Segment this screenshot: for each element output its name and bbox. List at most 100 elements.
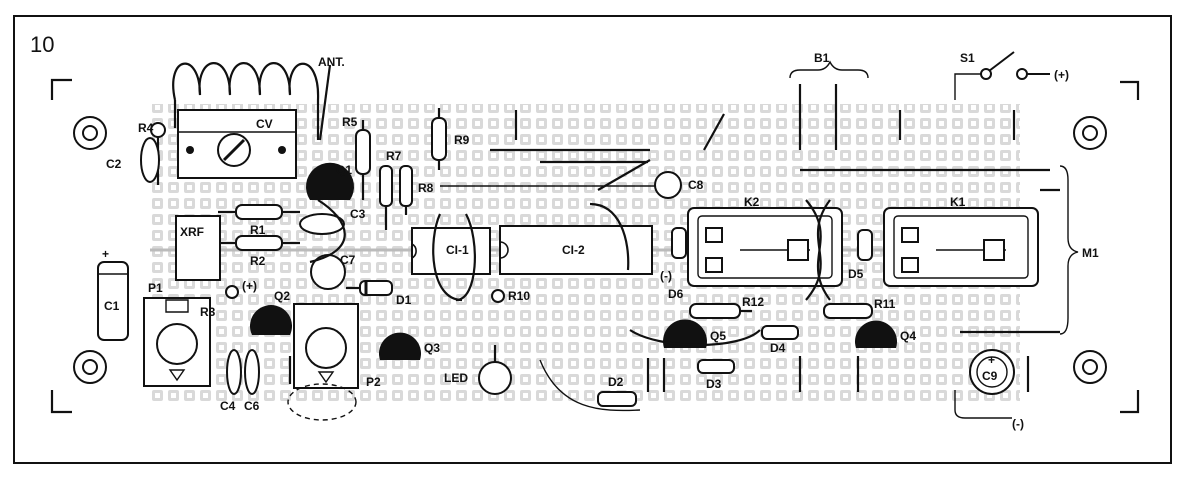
d6-diode	[671, 227, 687, 259]
c8-label: C8	[688, 178, 704, 192]
s1-label: S1	[960, 51, 975, 65]
c9-capacitor	[969, 349, 1015, 395]
q3-label: Q3	[424, 341, 440, 355]
figure-number: 10	[30, 32, 54, 57]
variable-capacitor-cv	[177, 109, 297, 179]
r4-resistor	[150, 122, 166, 185]
c7-label: C7	[340, 253, 356, 267]
d2-label: D2	[608, 375, 624, 389]
d4-label: D4	[770, 341, 786, 355]
mounting-hole-bl	[73, 350, 107, 384]
p1-label: P1	[148, 281, 163, 295]
r9-resistor	[431, 108, 447, 170]
q4-transistor	[855, 320, 897, 348]
r1-resistor	[218, 204, 300, 220]
ci1-chip	[411, 227, 491, 275]
c6-capacitor	[244, 349, 260, 395]
k1-label: K1	[950, 195, 966, 209]
c9-plus: +	[988, 353, 995, 367]
b1-battery-leads	[789, 60, 869, 150]
c3-capacitor	[299, 213, 345, 235]
p2-label: P2	[366, 375, 381, 389]
c1-label: C1	[104, 299, 120, 313]
d6-label: D6	[668, 287, 684, 301]
corner-brackets	[50, 78, 1140, 414]
k2-jumper-b	[805, 199, 831, 301]
xrf-choke	[175, 215, 221, 281]
q1-label: Q1	[336, 163, 352, 177]
c4-label: C4	[220, 399, 236, 413]
c2-label: C2	[106, 157, 122, 171]
negative-label: (-)	[1012, 417, 1024, 431]
k2-label: K2	[744, 195, 760, 209]
r10-label: R10	[508, 289, 530, 303]
k1-relay	[883, 207, 1039, 287]
b1-label: B1	[814, 51, 830, 65]
c8-capacitor	[654, 171, 682, 199]
m1-label: M1	[1082, 246, 1099, 260]
ant-label: ANT.	[318, 55, 345, 69]
cv-label: CV	[256, 117, 273, 131]
c8-minus-label: (-)	[660, 269, 672, 283]
r7-label: R7	[386, 149, 402, 163]
r4-label: R4	[138, 121, 154, 135]
negative-lead	[954, 390, 1012, 419]
q4-label: Q4	[900, 329, 916, 343]
r12-resistor	[689, 303, 752, 319]
d3-diode	[697, 359, 735, 374]
m1-bracket	[1059, 165, 1079, 335]
mounting-hole-tl	[73, 116, 107, 150]
r2-resistor	[218, 235, 300, 251]
c1-plus: +	[102, 247, 109, 261]
jumper-wires	[288, 110, 1060, 392]
r1-label: R1	[250, 223, 266, 237]
q5-label: Q5	[710, 329, 726, 343]
q3-transistor	[379, 332, 421, 360]
r12-label: R12	[742, 295, 764, 309]
d1-label: D1	[396, 293, 412, 307]
r10-resistor	[491, 289, 505, 303]
r9-label: R9	[454, 133, 470, 147]
k2-relay	[687, 207, 843, 287]
r8-label: R8	[418, 181, 434, 195]
p1-trimmer	[143, 297, 211, 387]
q5-transistor	[663, 319, 707, 348]
q2-label: Q2	[274, 289, 290, 303]
r11-resistor	[823, 303, 873, 319]
r5-resistor	[355, 120, 371, 200]
p2-trimmer	[287, 303, 359, 421]
s1-switch	[954, 51, 1050, 100]
d1-diode	[346, 280, 393, 296]
d2-diode	[597, 391, 637, 407]
q2-transistor	[250, 305, 292, 335]
ci2-label: CI-2	[562, 243, 585, 257]
c1-capacitor	[97, 261, 129, 341]
mounting-holes	[73, 116, 1107, 384]
c6-label: C6	[244, 399, 260, 413]
xrf-label: XRF	[180, 225, 204, 239]
ci1-label: CI-1	[446, 243, 469, 257]
c3-label: C3	[350, 207, 366, 221]
led-label: LED	[444, 371, 468, 385]
r3-plus-label: (+)	[242, 279, 257, 293]
d2-lead	[539, 359, 641, 412]
r11-label: R11	[874, 297, 896, 311]
mounting-hole-br	[1073, 350, 1107, 384]
d5-diode	[857, 229, 873, 261]
d4-diode	[761, 325, 799, 340]
r3-resistor	[225, 285, 239, 299]
led	[478, 345, 512, 395]
r7-resistor	[379, 165, 413, 230]
d5-label: D5	[848, 267, 864, 281]
q1-transistor	[306, 162, 354, 200]
antenna-coil	[172, 62, 332, 141]
r2-label: R2	[250, 254, 266, 268]
d3-label: D3	[706, 377, 722, 391]
c4-capacitor	[226, 349, 242, 395]
r3-label: R3	[200, 305, 216, 319]
s1-plus-label: (+)	[1054, 68, 1069, 82]
c9-label: C9	[982, 369, 998, 383]
outer-frame	[13, 15, 1172, 464]
